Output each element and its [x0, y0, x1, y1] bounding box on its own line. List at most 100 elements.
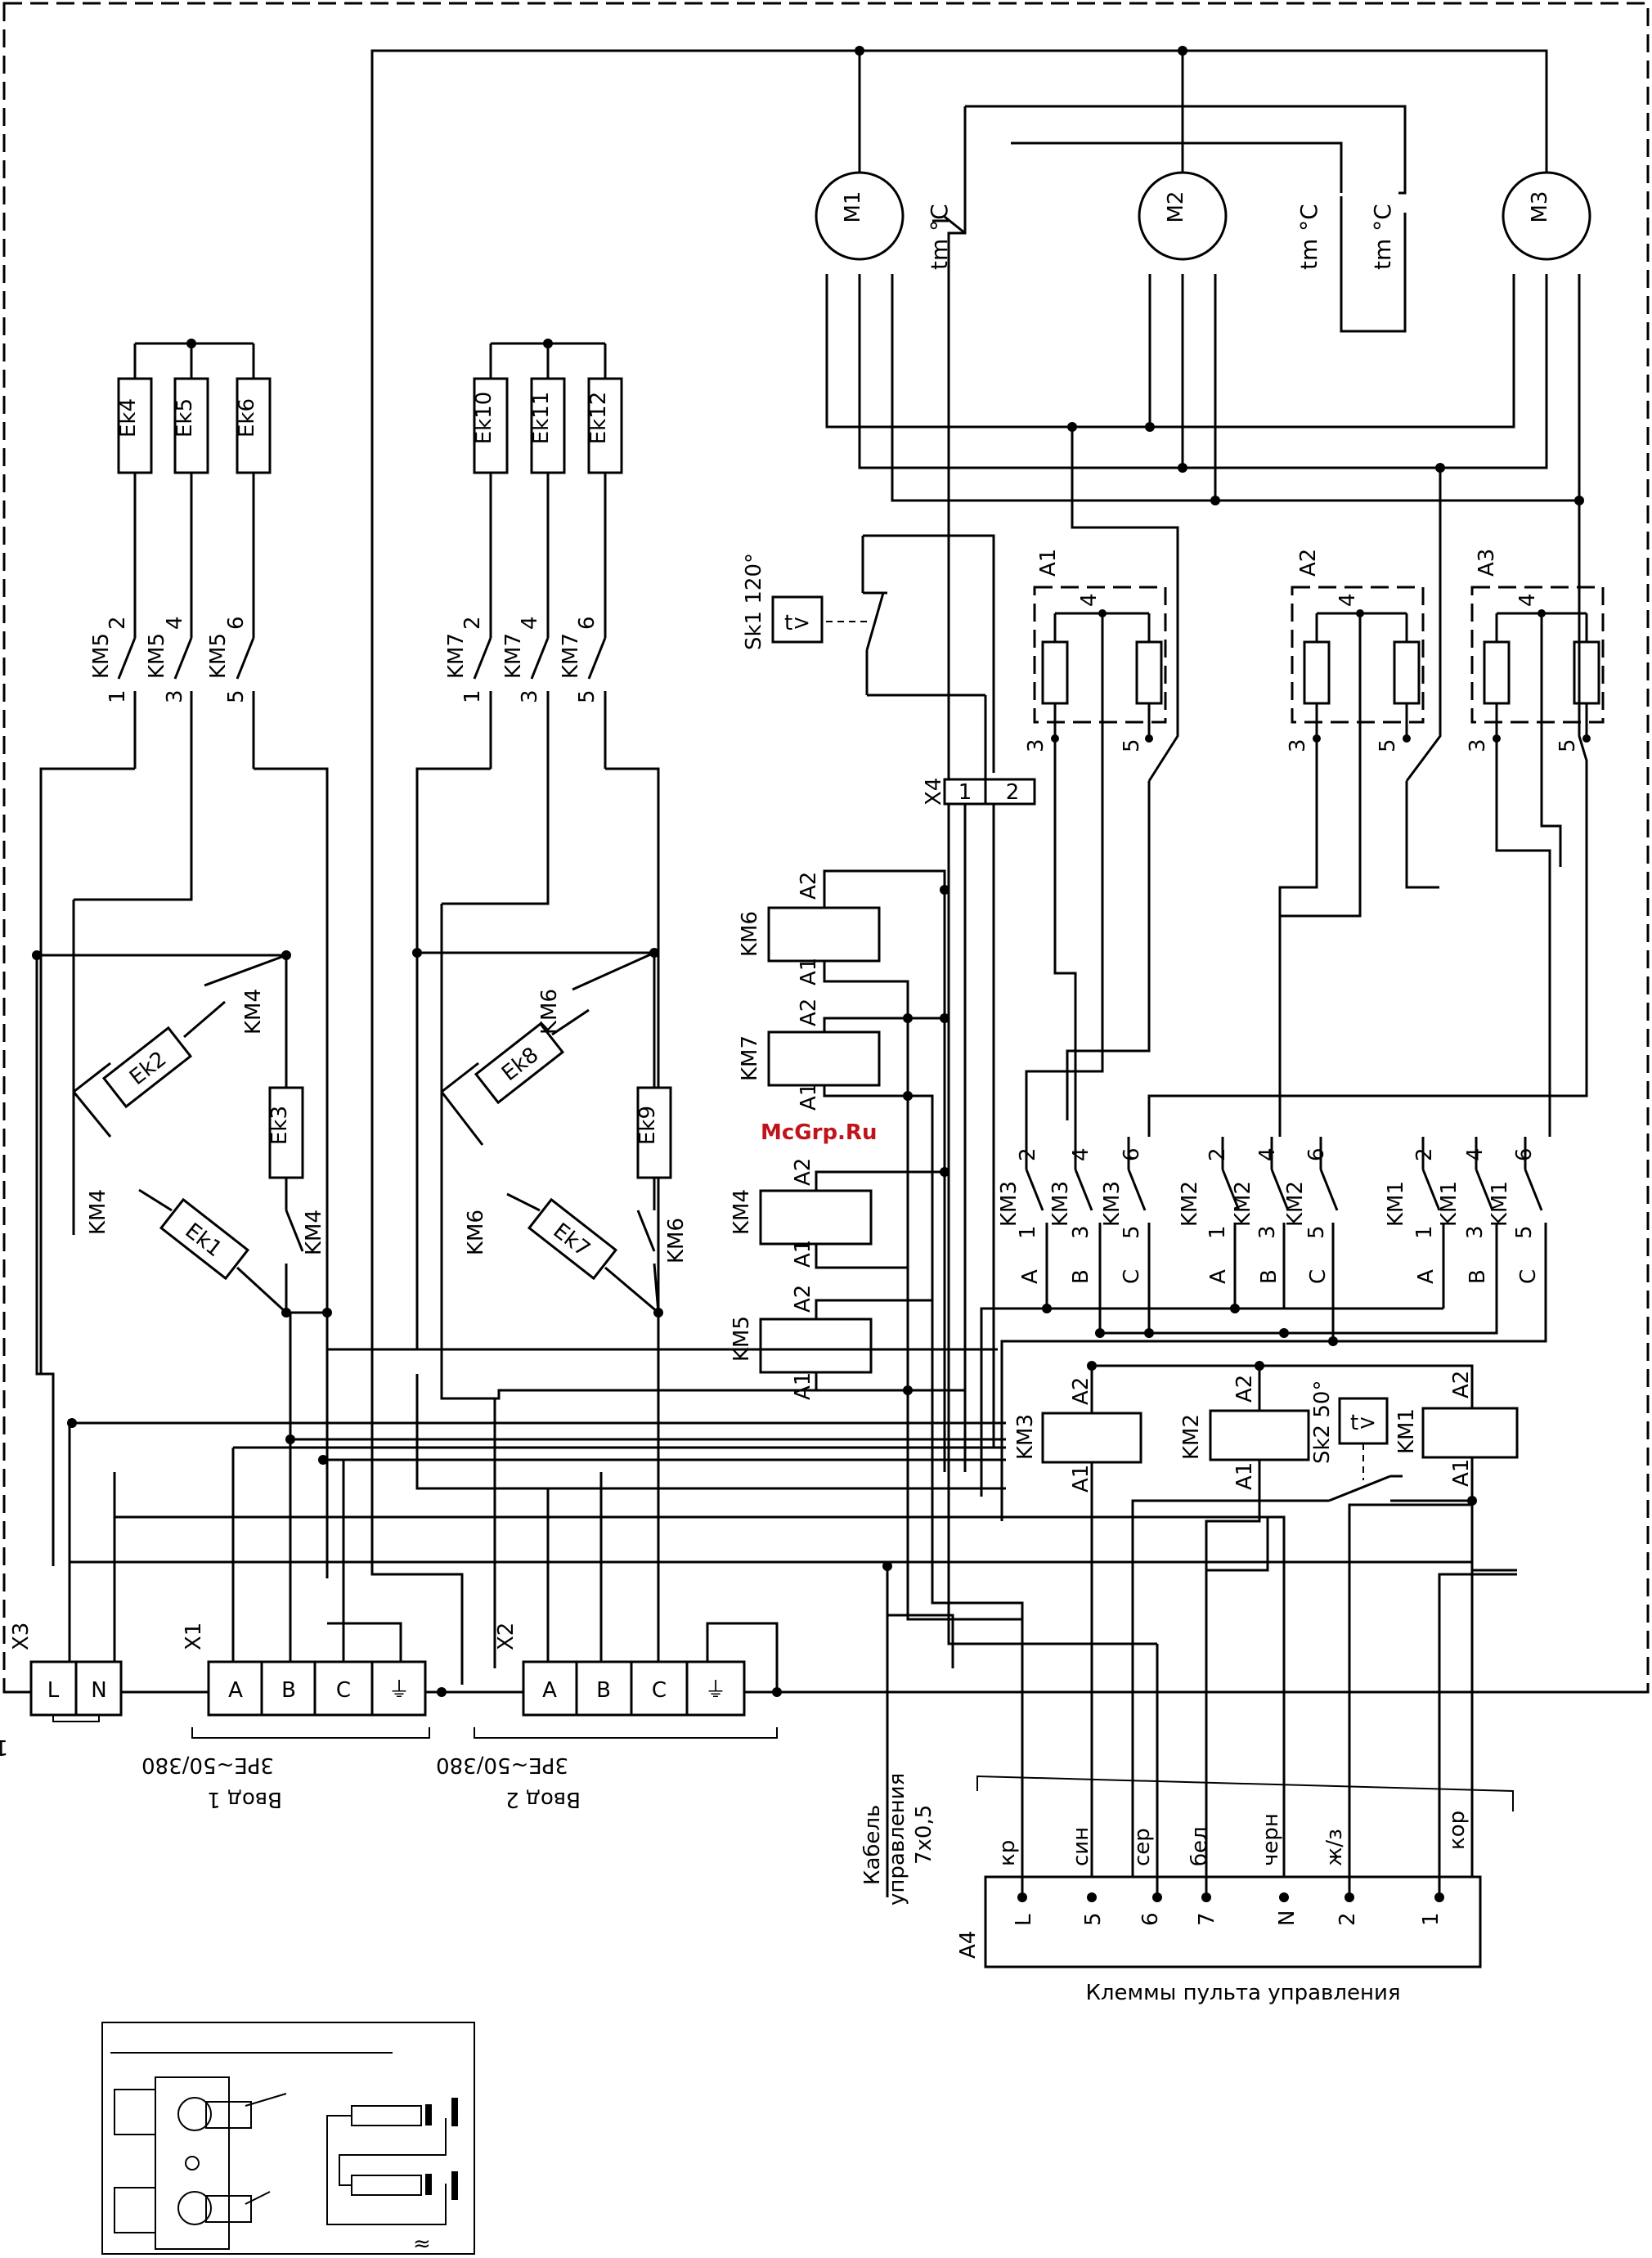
terminal-x1: A B C ⏚ X1 3PE~50/380 Ввод 1 — [141, 1623, 430, 1811]
km7-pin-5: 5 — [575, 689, 599, 703]
coil-km2-a1: A1 — [1232, 1462, 1257, 1490]
a4-terminal-7: 7 — [1195, 1912, 1219, 1926]
heater-ek10: Ek10 — [472, 343, 509, 474]
motor-m1: M1 — [815, 171, 905, 261]
contact-km1: KM1 KM1 KM1 2 4 6 1 3 5 A B C — [1384, 1137, 1547, 1325]
x2-input: Ввод 2 — [505, 1787, 581, 1811]
km2-pin-5: 5 — [1304, 1225, 1329, 1239]
coil-km6-a2: A2 — [797, 872, 821, 900]
km3-phase-b: B — [1069, 1269, 1093, 1284]
km2-pin-2: 2 — [1205, 1147, 1230, 1161]
coil-km1: KM1 A2 A1 — [1394, 1371, 1519, 1487]
coil-km4-a1: A1 — [791, 1240, 815, 1268]
heater-ek6: Ek6 — [235, 343, 272, 474]
heater-ek5-label: Ek5 — [173, 398, 197, 438]
x2-label: X2 — [494, 1623, 518, 1650]
km5-pin-3: 3 — [163, 689, 187, 703]
km4-delta-label-1: KM4 — [86, 1189, 110, 1235]
km5-pin-4: 4 — [163, 616, 187, 630]
km5-label-2: KM5 — [145, 633, 169, 679]
km5-pin-5: 5 — [224, 689, 249, 703]
coil-km3-label: KM3 — [1013, 1414, 1038, 1460]
km3-pin-5: 5 — [1120, 1225, 1144, 1239]
coil-km5-label: KM5 — [729, 1316, 754, 1362]
km7-pin-6: 6 — [575, 616, 599, 630]
km1-pin-4: 4 — [1463, 1147, 1488, 1161]
km7-pin-2: 2 — [460, 616, 485, 630]
inset-detail: ≈ — [101, 2022, 475, 2256]
km7-pin-4: 4 — [518, 616, 542, 630]
heater-ek9-label: Ek9 — [635, 1106, 660, 1145]
module-a2: A2 4 3 5 — [1286, 549, 1425, 752]
module-a2-pin-5: 5 — [1376, 738, 1400, 752]
km3-phase-c: C — [1120, 1269, 1144, 1284]
coil-km3-a1: A1 — [1069, 1465, 1093, 1493]
motor-m2: M2 — [1138, 171, 1228, 261]
wire-color-kr: кр — [995, 1840, 1020, 1866]
terminal-x2: A B C ⏚ X2 3PE~50/380 Ввод 2 — [436, 1623, 778, 1811]
km1-phase-b: B — [1466, 1269, 1490, 1284]
x2-pin-a: A — [542, 1678, 557, 1703]
wire-color-bel: бел — [1187, 1826, 1212, 1866]
x1-pin-ground: ⏚ — [388, 1678, 410, 1703]
x1-input: Ввод 1 — [207, 1787, 282, 1811]
a4-terminal-2: 2 — [1336, 1912, 1360, 1926]
km3-label-1: KM3 — [997, 1181, 1021, 1227]
thermostat-label-2: tm °C — [1295, 204, 1322, 270]
contact-km2: KM2 KM2 KM2 2 4 6 1 3 5 A B C — [1178, 1137, 1339, 1333]
coil-km2-a2: A2 — [1232, 1375, 1257, 1403]
km6-delta-label-3: KM6 — [664, 1218, 689, 1264]
x2-supply: 3PE~50/380 — [436, 1753, 568, 1777]
sk2-label: Sk2 50° — [1310, 1380, 1335, 1464]
wire-color-kor: кор — [1445, 1811, 1470, 1850]
wire-color-ser: сер — [1130, 1828, 1155, 1866]
x2-pin-c: C — [652, 1678, 667, 1703]
module-a1-pin-3: 3 — [1024, 738, 1048, 752]
km1-phase-a: A — [1414, 1269, 1439, 1284]
x4-label: X4 — [922, 778, 946, 806]
control-cable: Кабель управления 7x0,5 кр син сер бел ч… — [860, 1773, 1514, 1906]
km2-label-1: KM2 — [1178, 1181, 1202, 1227]
x2-pin-ground: ⏚ — [705, 1678, 726, 1703]
km1-pin-2: 2 — [1412, 1147, 1437, 1161]
cable-label-1: Кабель — [860, 1805, 885, 1885]
coil-km5: KM5 A2 A1 — [729, 1285, 873, 1400]
km7-pin-3: 3 — [518, 689, 542, 703]
km5-pin-1: 1 — [105, 689, 130, 703]
km1-pin-6: 6 — [1512, 1147, 1537, 1161]
a4-terminal-6: 6 — [1138, 1912, 1163, 1926]
cable-label-3: 7x0,5 — [912, 1805, 936, 1865]
km4-delta-label-2: KM4 — [241, 989, 266, 1035]
km5-pin-6: 6 — [224, 616, 249, 630]
km4-delta-label-3: KM4 — [302, 1210, 326, 1255]
km1-pin-3: 3 — [1463, 1225, 1488, 1239]
x3-pin-l: L — [47, 1678, 60, 1703]
heater-ek10-label: Ek10 — [472, 392, 496, 445]
enclosure-border — [2, 2, 1650, 1694]
km3-label-2: KM3 — [1048, 1181, 1073, 1227]
module-a1-label: A1 — [1036, 549, 1061, 577]
km1-pin-5: 5 — [1512, 1225, 1537, 1239]
heater-ek11: Ek11 — [529, 377, 566, 474]
coil-km7-label: KM7 — [738, 1035, 762, 1081]
km5-label-1: KM5 — [89, 633, 114, 679]
sk1-label: Sk1 120° — [742, 553, 766, 650]
a4-terminal-5: 5 — [1081, 1912, 1106, 1926]
km3-pin-2: 2 — [1016, 1147, 1040, 1161]
x4-pin-2: 2 — [1006, 780, 1020, 805]
thermostat-label-3: tm °C — [1369, 204, 1396, 270]
motor-m1-label: M1 — [841, 191, 865, 223]
module-a1-pin-4: 4 — [1077, 593, 1102, 607]
a4-terminal-1: 1 — [1419, 1912, 1443, 1926]
motor-m3: M3 — [1502, 171, 1591, 261]
heater-ek3-label: Ek3 — [267, 1106, 292, 1145]
coil-km4-label: KM4 — [729, 1189, 754, 1235]
km5-label-3: KM5 — [206, 633, 231, 679]
coil-km7: KM7 A2 A1 — [738, 999, 881, 1111]
x3-label: X3 — [9, 1623, 34, 1650]
motor-m2-label: M2 — [1164, 191, 1188, 223]
coil-km1-a1: A1 — [1449, 1459, 1474, 1487]
wire-color-sin: син — [1069, 1827, 1093, 1866]
module-a3-pin-5: 5 — [1555, 738, 1580, 752]
a4-terminal-n: N — [1275, 1910, 1300, 1926]
